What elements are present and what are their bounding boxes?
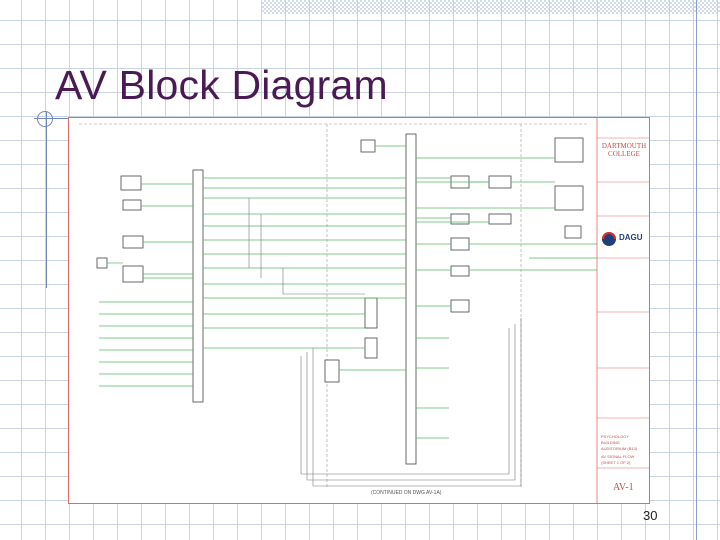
long-feeders — [248, 198, 522, 487]
title-accent-line — [34, 118, 74, 119]
sheet-number: AV-1 — [613, 482, 634, 493]
zone-dividers — [79, 123, 589, 488]
sheet-title-line-2: (SHEET 1 OF 2) — [601, 460, 631, 465]
wiring-runs — [99, 145, 597, 439]
title-block — [597, 137, 649, 469]
project-name-line-1: PSYCHOLOGY — [601, 434, 630, 439]
institution-name: DARTMOUTH COLLEGE — [601, 142, 647, 158]
project-name-line-2: BUILDING — [601, 440, 620, 445]
project-name-line-3: AUDITORIUM (B13) — [601, 446, 638, 451]
crosshair-ornament — [37, 111, 53, 127]
display-devices — [554, 137, 584, 211]
consultant-logo-text: DAGU — [619, 233, 643, 242]
sheet-title-line-1: AV SIGNAL FLOW — [601, 454, 635, 459]
main-racks — [96, 133, 582, 465]
decorative-rule — [696, 0, 697, 540]
page-number: 30 — [643, 508, 658, 523]
drawing-canvas — [79, 118, 649, 503]
slide-title: AV Block Diagram — [55, 62, 388, 108]
av-block-diagram-drawing: DARTMOUTH COLLEGE DAGU PSYCHOLOGY BUILDI… — [68, 117, 650, 504]
continuation-note: (CONTINUED ON DWG AV-1A) — [371, 490, 442, 496]
header-pattern — [262, 0, 720, 14]
title-block-logo-mark — [602, 232, 616, 246]
decorative-rule-left — [46, 112, 47, 288]
